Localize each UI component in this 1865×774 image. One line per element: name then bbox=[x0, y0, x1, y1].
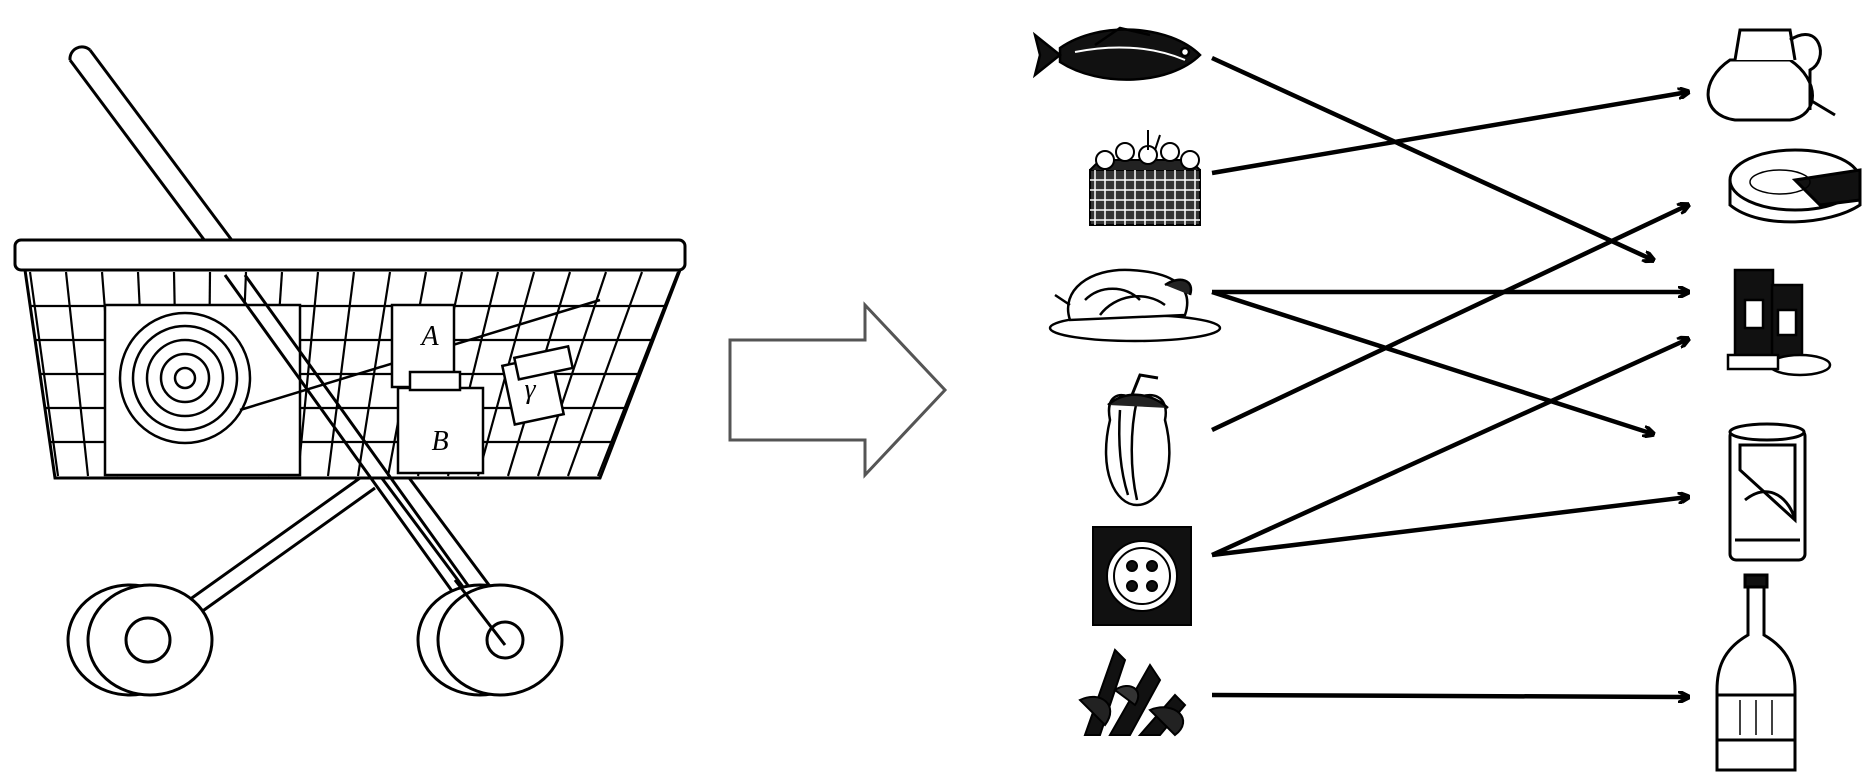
basket-item-label-a: A bbox=[419, 321, 439, 352]
association-arrow-cookie-to-cans bbox=[1212, 339, 1688, 555]
basket-item-label-gamma: γ bbox=[524, 374, 536, 405]
wine-bottle-icon bbox=[1717, 575, 1795, 770]
soda-can-icon bbox=[1730, 424, 1805, 560]
cheese-wheel-icon bbox=[1730, 150, 1860, 222]
fish-icon bbox=[1035, 28, 1200, 80]
cart-rim bbox=[15, 240, 685, 270]
basket-item-label-b: B bbox=[431, 426, 448, 457]
transform-arrow-icon bbox=[730, 305, 945, 475]
association-arrow-herbs-to-bottle bbox=[1212, 695, 1688, 697]
association-arrow-pepper-to-cheese bbox=[1212, 205, 1688, 430]
berry-basket-icon bbox=[1090, 130, 1200, 225]
cans-icon bbox=[1728, 270, 1830, 375]
roast-chicken-icon bbox=[1050, 270, 1220, 341]
shopping-cart-icon bbox=[15, 47, 685, 695]
herbs-icon bbox=[1080, 650, 1185, 735]
bell-pepper-icon bbox=[1106, 375, 1169, 505]
association-arrow-berries-to-jug bbox=[1212, 92, 1688, 173]
cart-legs bbox=[175, 478, 375, 620]
association-arrows bbox=[1212, 58, 1688, 697]
cookie-box-icon bbox=[1093, 527, 1191, 625]
association-arrow-chicken-to-can bbox=[1212, 292, 1653, 434]
cart-wheel-right bbox=[418, 580, 562, 695]
jug-icon bbox=[1708, 30, 1835, 120]
association-arrow-cookie-to-can bbox=[1212, 497, 1688, 555]
association-arrow-fish-to-cans bbox=[1212, 58, 1653, 260]
cart-wheel-left bbox=[68, 585, 212, 695]
